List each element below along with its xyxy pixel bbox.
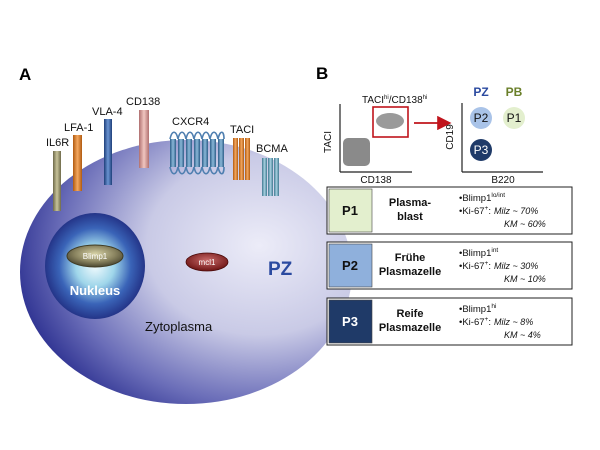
blimp1-nucleus-gene [66, 244, 124, 268]
ki67-milz: Milz ~ 70% [494, 206, 538, 216]
receptor-cxcr4 [169, 131, 225, 175]
card-stage-line1: Frühe [395, 252, 426, 264]
ki67-colon: : [488, 206, 491, 217]
ki67-km: KM ~ 60% [504, 219, 546, 229]
marker-name: Blimp1 [462, 304, 491, 315]
marker-level: int [491, 247, 498, 254]
bullet: • [459, 304, 462, 315]
ki67-sup: + [485, 316, 489, 323]
ki67-label: Ki-67 [462, 317, 484, 328]
receptor-taci [233, 138, 250, 180]
card-stage-line2: Plasmazelle [379, 322, 441, 334]
ki67-label: Ki-67 [462, 206, 484, 217]
ki67-km: KM ~ 4% [504, 330, 541, 340]
ki67-colon: : [488, 261, 491, 272]
circle-p1 [503, 107, 525, 129]
plot2-ylabel: CD19 [445, 124, 456, 150]
card-swatch [328, 299, 373, 344]
circle-p3-label: P3 [474, 143, 489, 157]
marker-level: hi [491, 303, 496, 310]
marker-level: lo/int [491, 192, 505, 199]
label-vla4: VLA-4 [92, 106, 123, 118]
group-pz-label: PZ [473, 85, 488, 99]
pz-cell-label: PZ [268, 259, 293, 280]
blimp1-gene-label: Blimp1 [83, 252, 108, 261]
panel-b-letter: B [316, 64, 328, 83]
card-ki67: •Ki-67+:Milz ~ 30% [459, 260, 538, 272]
label-cd138: CD138 [126, 96, 160, 108]
nucleus-label: Nukleus [70, 283, 121, 298]
marker-name: Blimp1 [462, 248, 491, 259]
plot1-xlabel: CD138 [360, 175, 392, 186]
circle-p3 [470, 139, 492, 161]
card-marker: •Blimp1lo/int [459, 192, 505, 204]
taci-cd138-plot [339, 104, 412, 173]
bullet: • [459, 193, 462, 204]
card-id: P3 [342, 314, 358, 329]
ki67-milz: Milz ~ 30% [494, 261, 538, 271]
label-taci: TACI [230, 124, 254, 136]
ki67-label: Ki-67 [462, 261, 484, 272]
ki67-km: KM ~ 10% [504, 274, 546, 284]
mcl1-label: mcl1 [199, 258, 216, 267]
card-stage-line2: blast [397, 211, 423, 223]
bullet: • [459, 317, 462, 328]
receptor-bcma [262, 158, 279, 196]
card-swatch [328, 243, 373, 288]
mcl1-protein [185, 252, 229, 272]
panel-a-letter: A [19, 65, 31, 84]
gate-negative [343, 138, 370, 166]
receptor-lfa1 [73, 135, 82, 191]
label-cxcr4: CXCR4 [172, 116, 209, 128]
card-stage-line1: Reife [397, 308, 424, 320]
card-id: P1 [342, 203, 358, 218]
circle-p2-label: P2 [474, 111, 489, 125]
marker-name: Blimp1 [462, 193, 491, 204]
cytoplasm-label: Zytoplasma [145, 319, 213, 334]
plot1-ylabel: TACI [323, 131, 334, 153]
plot2-xlabel: B220 [491, 175, 515, 186]
card-ki67: •Ki-67+:Milz ~ 8% [459, 316, 533, 328]
receptor-vla4 [104, 119, 112, 185]
receptor-cd138 [139, 110, 149, 168]
label-il6r: IL6R [46, 137, 69, 149]
group-pb-label: PB [506, 85, 523, 99]
bullet: • [459, 248, 462, 259]
card-id: P2 [342, 258, 358, 273]
gate-population [376, 113, 404, 129]
card-ki67: •Ki-67+:Milz ~ 70% [459, 205, 538, 217]
receptor-il6r [53, 151, 61, 211]
circle-p1-label: P1 [507, 111, 522, 125]
cd19-b220-plot [461, 103, 543, 173]
ki67-sup: + [485, 205, 489, 212]
label-lfa1: LFA-1 [64, 122, 93, 134]
card-marker: •Blimp1int [459, 247, 498, 259]
card-stage-line2: Plasmazelle [379, 266, 441, 278]
card-marker: •Blimp1hi [459, 303, 496, 315]
bullet: • [459, 206, 462, 217]
plasma-cell-body [20, 140, 352, 404]
gate-label: TACIhi/CD138hi [362, 95, 427, 106]
label-bcma: BCMA [256, 143, 288, 155]
bullet: • [459, 261, 462, 272]
ki67-milz: Milz ~ 8% [494, 317, 533, 327]
card-swatch [328, 188, 373, 233]
ki67-colon: : [488, 317, 491, 328]
ki67-sup: + [485, 260, 489, 267]
circle-p2 [470, 107, 492, 129]
card-stage-line1: Plasma- [389, 197, 432, 209]
